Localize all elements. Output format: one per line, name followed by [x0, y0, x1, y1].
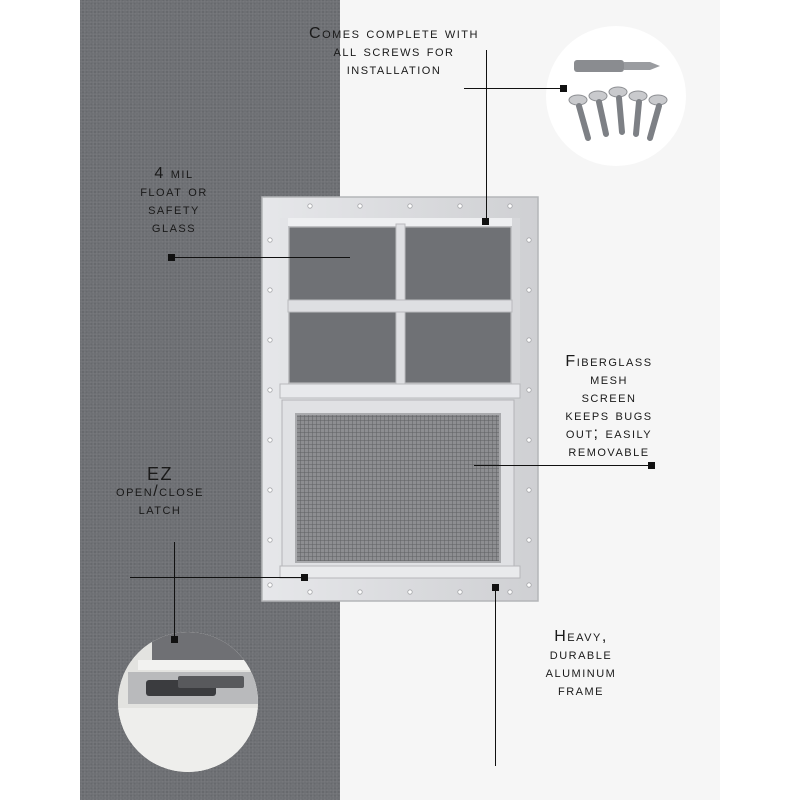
frame-annotation: Heavy, durable aluminum frame [516, 628, 646, 700]
right-margin [720, 0, 800, 800]
screws-annotation-line: all screws for [333, 43, 455, 60]
glass-leader-line [172, 257, 350, 258]
screws-leader-vertical [486, 50, 487, 222]
screen-annotation-line: mesh [590, 371, 628, 388]
frame-target-dot [492, 584, 499, 591]
screws-annotation-line: installation [346, 61, 442, 78]
latch-annotation-line: EZ [146, 464, 173, 484]
glass-annotation: 4 mil float or safety glass [114, 165, 234, 237]
glass-annotation-line: float or [140, 183, 208, 200]
screen-annotation: Fiberglass mesh screen keeps bugs out; e… [534, 353, 684, 461]
frame-annotation-line: Heavy, [554, 628, 608, 645]
screws-detail-circle [546, 26, 686, 166]
glass-leader-dot [168, 254, 175, 261]
bottom-rail [279, 565, 521, 579]
latch-target-dot [301, 574, 308, 581]
latch-leader-vertical [174, 542, 175, 642]
latch-leader-horizontal [130, 577, 306, 578]
screws-annotation-line: Comes complete with [309, 25, 479, 42]
glass-annotation-line: safety [148, 201, 200, 218]
screen-leader-dot [648, 462, 655, 469]
screen-annotation-line: screen [581, 389, 637, 406]
screws-leader-horizontal [464, 88, 564, 89]
latch-icon [118, 632, 258, 772]
frame-annotation-line: aluminum [545, 664, 617, 681]
screws-leader-dot [560, 85, 567, 92]
screen-mesh [295, 413, 501, 563]
frame-annotation-line: frame [558, 682, 604, 699]
latch-detail-dot [171, 636, 178, 643]
frame-leader-vertical [495, 588, 496, 766]
window-grille-horizontal [287, 299, 513, 313]
frame-annotation-line: durable [549, 646, 613, 663]
glass-annotation-line: glass [151, 219, 197, 236]
latch-annotation-line: open/close [116, 483, 204, 500]
screen-annotation-line: Fiberglass [565, 353, 653, 370]
latch-annotation-line: latch [138, 501, 182, 518]
meeting-rail [279, 383, 521, 399]
glass-annotation-line: 4 mil [154, 165, 194, 182]
latch-annotation: EZ open/close latch [100, 465, 220, 519]
latch-detail-circle [118, 632, 258, 772]
screen-annotation-line: out; easily [565, 425, 653, 442]
screen-annotation-line: removable [568, 443, 650, 460]
screen-annotation-line: keeps bugs [565, 407, 653, 424]
left-margin [0, 0, 80, 800]
screen-leader-line [474, 465, 652, 466]
screws-annotation: Comes complete with all screws for insta… [272, 25, 516, 79]
screws-icon [568, 60, 668, 141]
screws-target-dot [482, 218, 489, 225]
